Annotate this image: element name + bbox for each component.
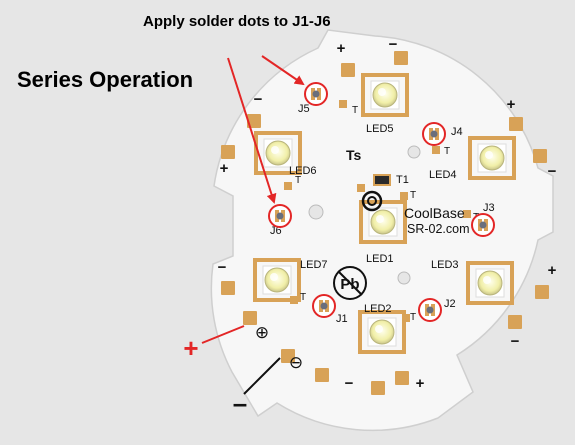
instruction-caption: Apply solder dots to J1-J6	[143, 13, 331, 30]
t1-sensor-chip	[373, 174, 391, 186]
test-point-label: T	[300, 292, 306, 303]
jumper-j2[interactable]	[418, 298, 442, 322]
led1-emitter	[359, 200, 407, 244]
test-point-pad	[339, 100, 347, 108]
coolbase-logo-icon	[361, 190, 383, 212]
polarity-minus-label: −	[254, 91, 263, 108]
led2-label: LED2	[364, 303, 392, 315]
test-point-label: T	[444, 146, 450, 157]
led4-label: LED4	[429, 169, 457, 181]
led1-label: LED1	[366, 253, 394, 265]
t1-label: T1	[396, 174, 409, 186]
polarity-minus-label: −	[511, 333, 520, 350]
solder-pad	[395, 371, 409, 385]
board-minus-symbol: ⊖	[289, 353, 303, 372]
led2-emitter	[358, 310, 406, 354]
led7-label: LED7	[300, 259, 328, 271]
polarity-plus-label: +	[416, 375, 425, 392]
test-point-pad	[402, 314, 410, 322]
solder-pad	[535, 285, 549, 299]
jumper-j3-label: J3	[483, 202, 495, 214]
polarity-minus-label: −	[345, 375, 354, 392]
mounting-hole	[407, 145, 421, 159]
test-point-pad	[290, 296, 298, 304]
positive-lead-mark: +	[183, 333, 198, 363]
solder-pad	[221, 145, 235, 159]
brand-label: CoolBase	[404, 205, 465, 221]
jumper-j4-label: J4	[451, 126, 463, 138]
positive-lead-line	[201, 325, 245, 344]
solder-pad	[247, 114, 261, 128]
solder-pad	[371, 381, 385, 395]
board-plus-symbol: ⊕	[255, 323, 269, 342]
jumper-j4[interactable]	[422, 122, 446, 146]
led4-emitter	[468, 136, 516, 180]
arrow-to-j6	[227, 57, 277, 204]
led5-emitter	[361, 73, 409, 117]
jumper-j1[interactable]	[312, 294, 336, 318]
polarity-plus-label: +	[220, 160, 229, 177]
test-point-label: T	[410, 190, 416, 201]
solder-pad	[341, 63, 355, 77]
solder-pad	[394, 51, 408, 65]
polarity-minus-label: −	[548, 163, 557, 180]
led6-label: LED6	[289, 165, 317, 177]
led3-label: LED3	[431, 259, 459, 271]
test-point-pad	[357, 184, 365, 192]
jumper-j5[interactable]	[304, 82, 328, 106]
jumper-j6[interactable]	[268, 204, 292, 228]
test-point-label: T	[352, 105, 358, 116]
polarity-plus-label: +	[507, 96, 516, 113]
solder-pad	[281, 349, 295, 363]
led5-label: LED5	[366, 123, 394, 135]
jumper-j5-label: J5	[298, 103, 310, 115]
led6-emitter	[254, 131, 302, 175]
polarity-plus-label: +	[548, 262, 557, 279]
jumper-j2-label: J2	[444, 298, 456, 310]
test-point-label: T	[295, 175, 301, 186]
solder-pad	[315, 368, 329, 382]
polarity-plus-label: +	[337, 40, 346, 57]
test-point-label: T	[410, 312, 416, 323]
test-point-pad	[432, 146, 440, 154]
jumper-j3[interactable]	[471, 213, 495, 237]
solder-pad	[243, 311, 257, 325]
pb-free-mark: Pb	[333, 266, 367, 300]
pb-label: Pb	[340, 276, 359, 293]
test-point-pad	[284, 182, 292, 190]
solder-pad	[221, 281, 235, 295]
series-operation-title: Series Operation	[17, 67, 194, 92]
led7-emitter	[253, 258, 301, 302]
negative-lead-mark: –	[233, 388, 247, 418]
solder-pad	[508, 315, 522, 329]
led3-emitter	[466, 261, 514, 305]
polarity-minus-label: −	[218, 259, 227, 276]
thermistor-label: Ts	[346, 147, 362, 163]
jumper-j6-label: J6	[270, 225, 282, 237]
solder-pad	[533, 149, 547, 163]
arrow-to-j5	[261, 55, 305, 86]
test-point-pad	[463, 210, 471, 218]
jumper-j1-label: J1	[336, 313, 348, 325]
mounting-hole	[308, 204, 324, 220]
test-point-pad	[400, 192, 408, 200]
solder-pad	[509, 117, 523, 131]
url-label: SR-02.com	[407, 222, 470, 236]
negative-lead-line	[243, 357, 281, 395]
mounting-hole	[397, 271, 411, 285]
polarity-minus-label: −	[389, 36, 398, 53]
